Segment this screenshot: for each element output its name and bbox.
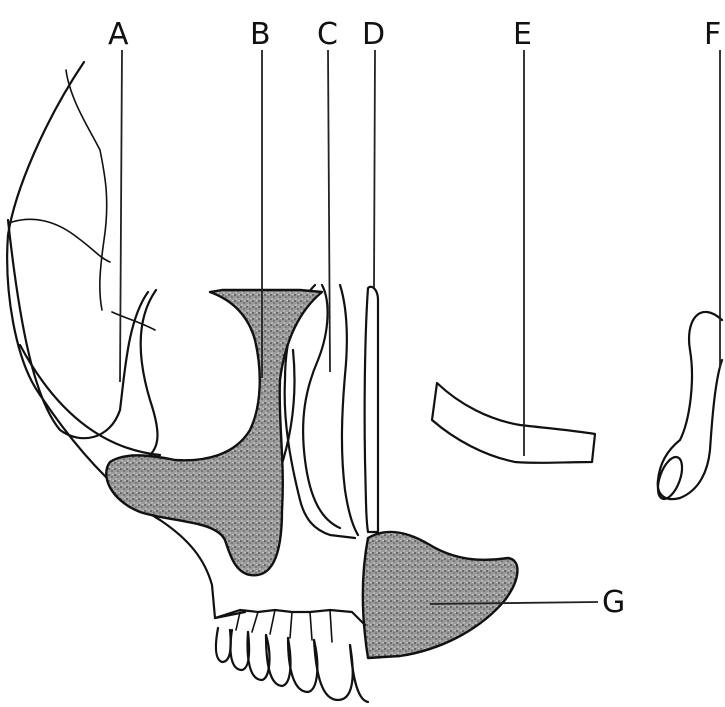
label-a: A — [108, 17, 129, 52]
label-d: D — [362, 17, 385, 52]
shaded-bone-g — [363, 532, 518, 658]
label-b: B — [250, 17, 271, 52]
label-f: F — [704, 17, 721, 52]
vertical-plate — [365, 287, 378, 532]
label-e: E — [513, 17, 532, 52]
label-g: G — [602, 585, 625, 620]
teeth — [215, 610, 368, 702]
label-c: C — [317, 17, 338, 52]
bone-fragment-f — [653, 312, 722, 502]
skull-outline — [7, 62, 245, 618]
bone-fragment-e — [432, 383, 595, 463]
